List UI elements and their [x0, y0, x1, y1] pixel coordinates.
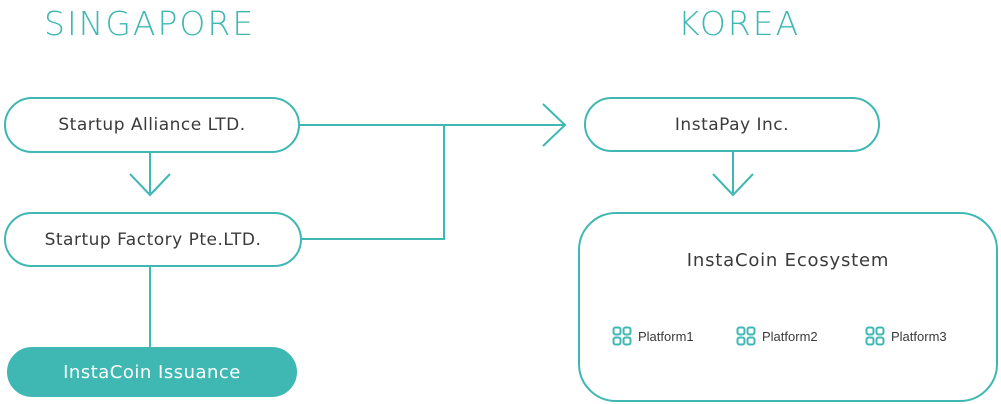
- platform-label: Platform3: [891, 328, 947, 344]
- node-startup-factory-label: Startup Factory Pte.LTD.: [44, 229, 262, 250]
- platform-label: Platform2: [762, 328, 818, 344]
- platform-item: Platform3: [865, 326, 947, 346]
- node-instacoin-issuance: InstaCoin Issuance: [7, 347, 297, 397]
- node-instapay: InstaPay Inc.: [584, 97, 880, 152]
- grid-icon: [612, 326, 632, 346]
- arrow-head-right-instapay: [542, 103, 567, 147]
- platform-item: Platform1: [612, 326, 694, 346]
- grid-icon: [736, 326, 756, 346]
- platform-item: Platform2: [736, 326, 818, 346]
- ecosystem-title: InstaCoin Ecosystem: [686, 250, 890, 271]
- ecosystem-box: InstaCoin Ecosystem Platform1 Platform2: [578, 212, 998, 402]
- platform-label: Platform1: [638, 328, 694, 344]
- node-startup-factory: Startup Factory Pte.LTD.: [4, 212, 302, 267]
- connector-sf-right: [302, 125, 445, 240]
- arrow-head-down-sa-sf: [129, 173, 171, 197]
- node-startup-alliance-label: Startup Alliance LTD.: [58, 115, 246, 135]
- node-startup-alliance: Startup Alliance LTD.: [4, 97, 300, 153]
- node-instapay-label: InstaPay Inc.: [674, 114, 790, 135]
- region-heading-singapore: SINGAPORE: [44, 4, 256, 43]
- arrow-head-down-ip-eco: [712, 173, 754, 197]
- node-instacoin-issuance-label: InstaCoin Issuance: [63, 361, 241, 383]
- region-heading-korea: KOREA: [678, 4, 801, 43]
- grid-icon: [865, 326, 885, 346]
